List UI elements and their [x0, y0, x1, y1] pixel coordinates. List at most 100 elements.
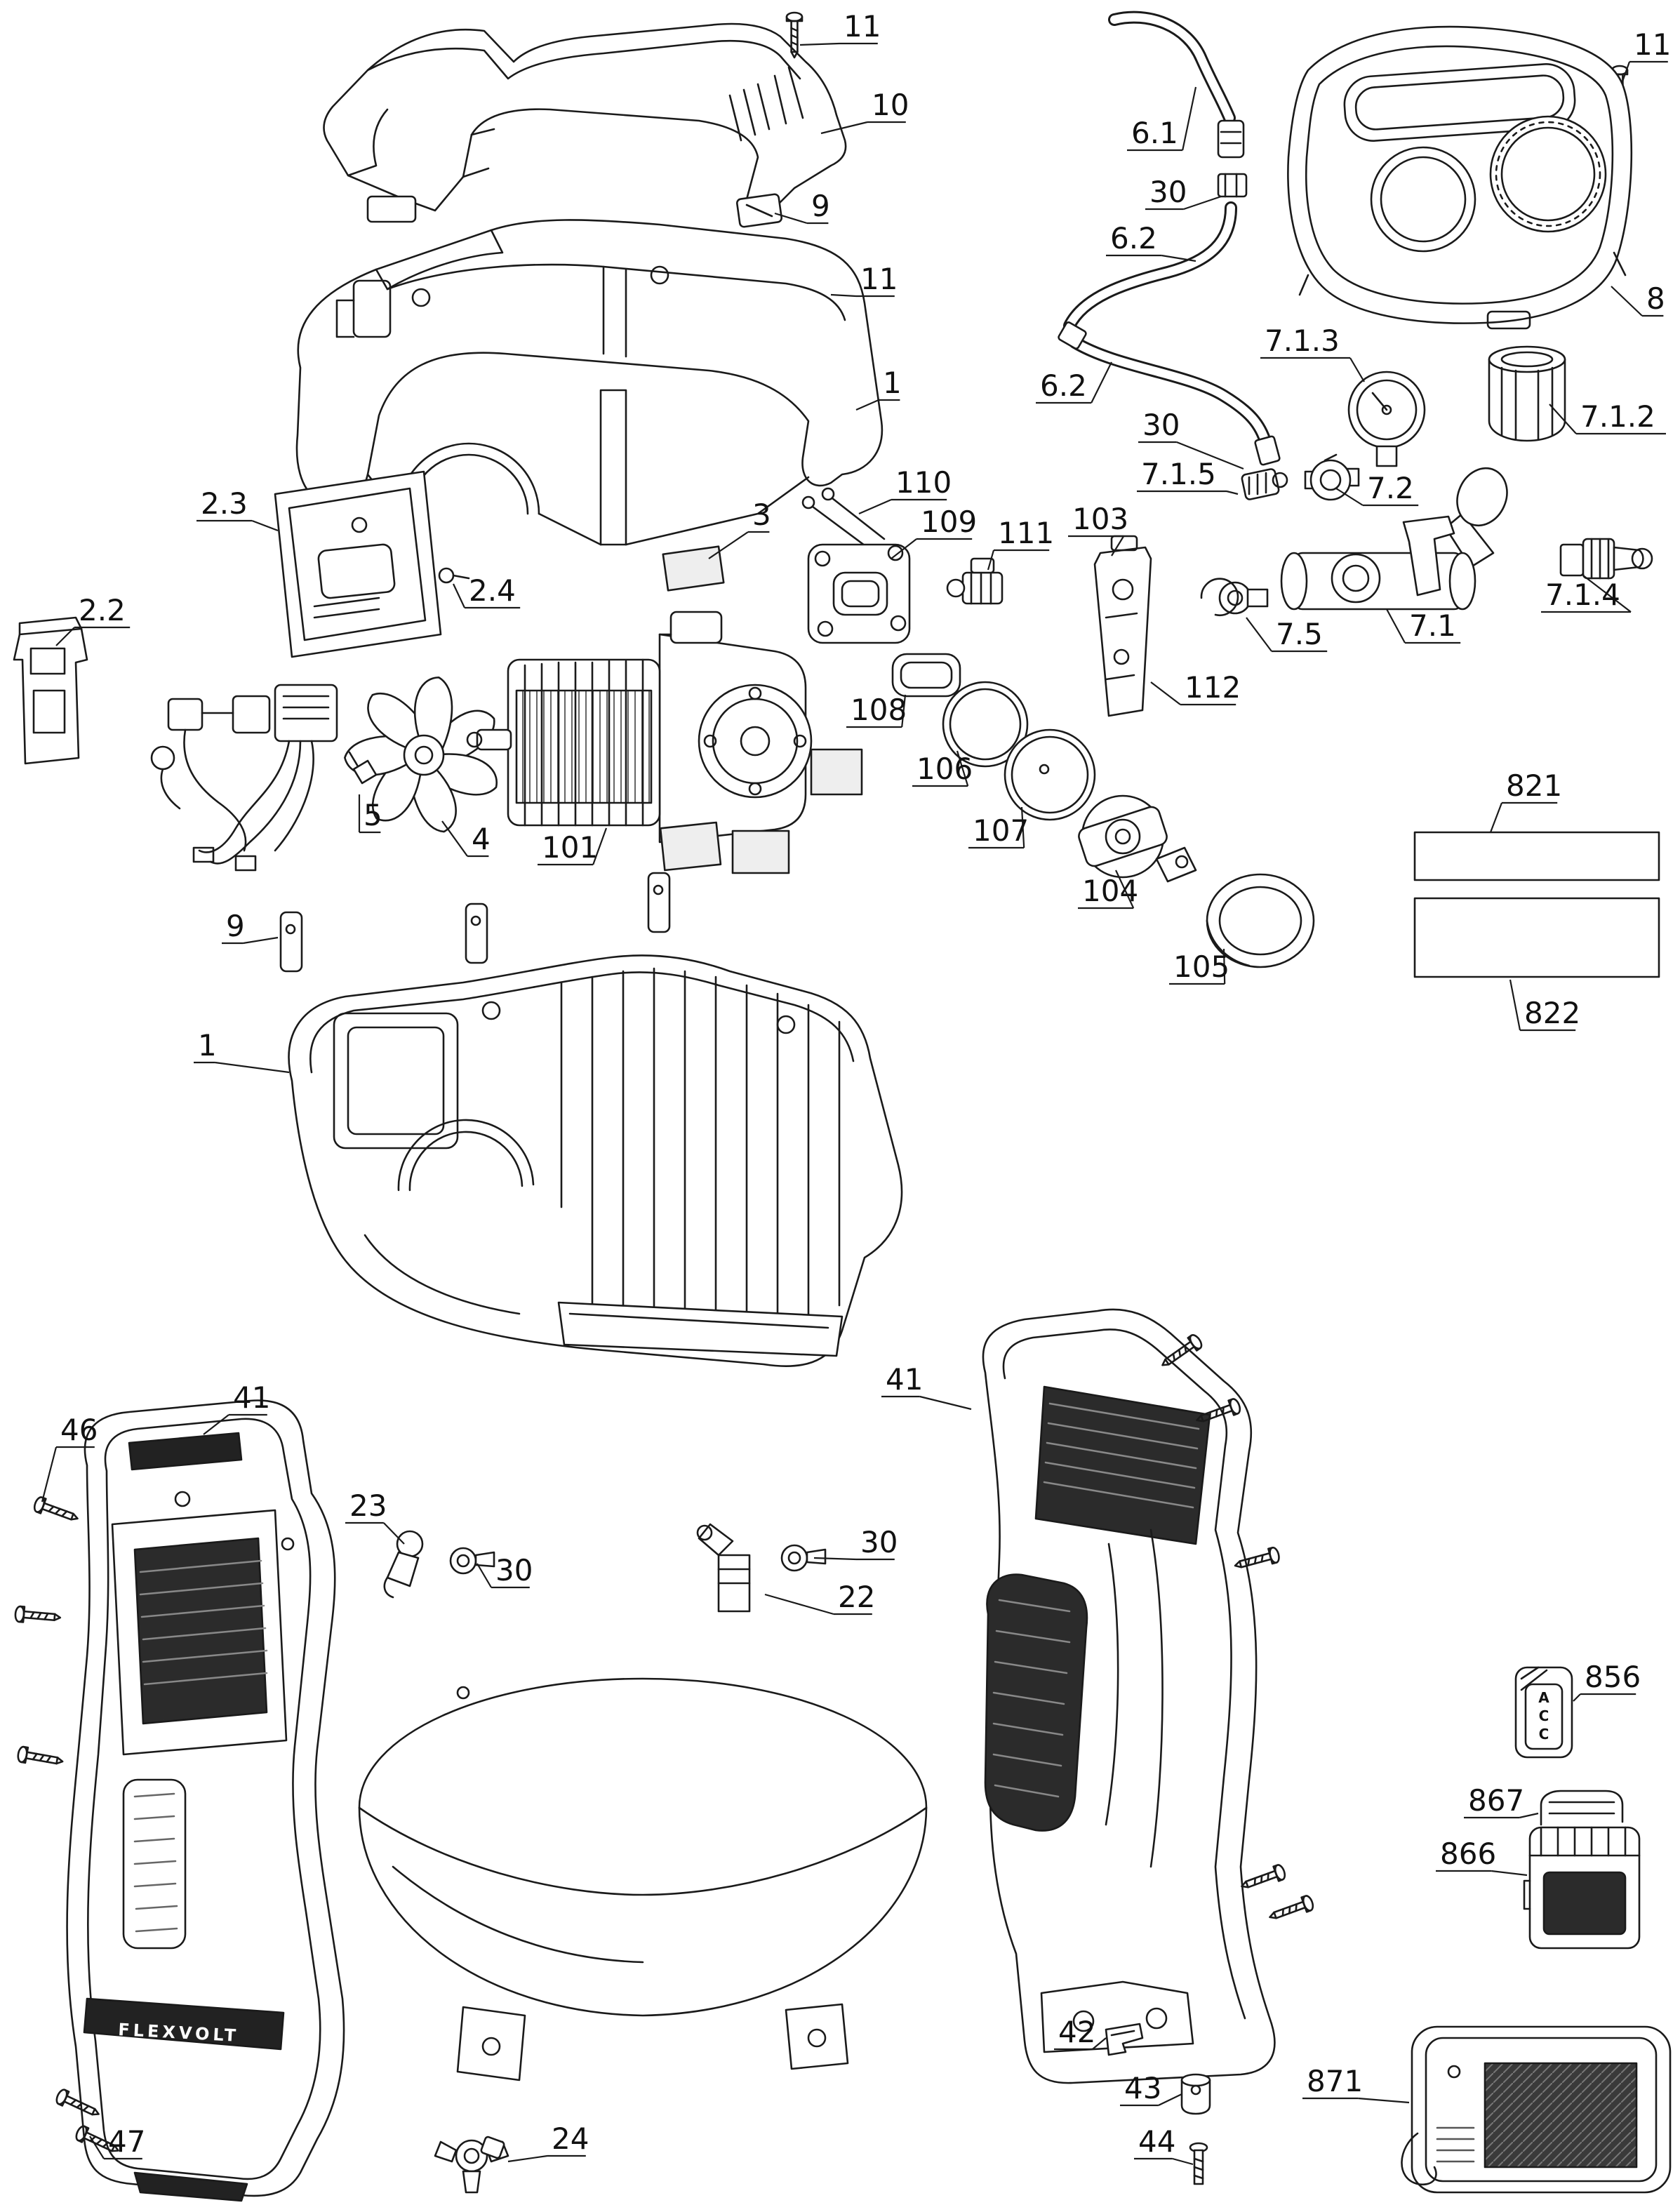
svg-text:4: 4 — [472, 822, 491, 856]
part-2-wiring-harness — [150, 684, 338, 872]
callout-2.2-7: 2.2 — [55, 593, 131, 646]
part-103-bracket — [1093, 535, 1152, 717]
svg-text:22: 22 — [838, 1580, 875, 1614]
svg-text:101: 101 — [542, 830, 598, 865]
part-10-top-handle — [323, 22, 847, 223]
part-2-2-bracket — [13, 616, 88, 765]
svg-text:30: 30 — [1142, 408, 1180, 442]
svg-text:46: 46 — [60, 1413, 98, 1447]
svg-text:2.2: 2.2 — [79, 593, 126, 627]
svg-text:821: 821 — [1506, 768, 1562, 803]
part-104-hub — [1078, 794, 1197, 883]
svg-text:44: 44 — [1138, 2124, 1175, 2159]
callout-30-43: 30 — [476, 1553, 533, 1589]
screw-46-c — [15, 1745, 65, 1771]
svg-text:112: 112 — [1185, 670, 1241, 705]
callout-7.1.4-37: 7.1.4 — [1541, 575, 1632, 613]
callout-22-45: 22 — [764, 1580, 875, 1616]
svg-text:822: 822 — [1524, 996, 1580, 1030]
part-1-top-shroud — [295, 219, 884, 546]
callout-2.4-6: 2.4 — [453, 573, 521, 609]
callout-47-55: 47 — [89, 2124, 145, 2160]
part-105-sleeve — [1206, 873, 1315, 968]
callout-8-34: 8 — [1611, 281, 1665, 317]
svg-text:871: 871 — [1307, 2064, 1363, 2098]
callout-46-41: 46 — [41, 1413, 98, 1503]
callout-11-0: 11 — [799, 9, 881, 46]
part-7-1-manifold — [1280, 467, 1508, 611]
callout-822-39: 822 — [1509, 979, 1580, 1032]
svg-text:106: 106 — [916, 752, 973, 786]
part-866-battery — [1523, 1826, 1641, 1950]
svg-text:11: 11 — [844, 9, 881, 44]
svg-text:6.1: 6.1 — [1131, 116, 1178, 150]
callout-5-13: 5 — [358, 794, 382, 834]
svg-text:7.1.4: 7.1.4 — [1545, 578, 1620, 612]
callout-7.1-36: 7.1 — [1386, 608, 1461, 644]
callout-821-38: 821 — [1489, 768, 1562, 833]
svg-text:42: 42 — [1058, 2015, 1095, 2049]
svg-text:8: 8 — [1646, 281, 1665, 316]
part-7-1-4-coupler — [1559, 538, 1653, 580]
part-4-fan — [340, 671, 504, 835]
callout-108-16: 108 — [846, 693, 907, 728]
callout-112-21: 112 — [1150, 670, 1241, 706]
part-107-disc — [1004, 728, 1096, 821]
callout-101-15: 101 — [538, 827, 608, 866]
callout-867-48: 867 — [1464, 1783, 1539, 1819]
part-7-2-valve — [1304, 453, 1360, 501]
part-7-1-5-fitting — [1241, 468, 1288, 500]
svg-text:7.1.5: 7.1.5 — [1141, 457, 1216, 491]
svg-text:105: 105 — [1173, 950, 1229, 984]
svg-text:1: 1 — [198, 1028, 217, 1062]
callout-111-11: 111 — [987, 516, 1054, 571]
svg-text:7.1.2: 7.1.2 — [1580, 399, 1655, 434]
callout-41-40: 41 — [203, 1380, 270, 1435]
part-30-fitting-left — [449, 1547, 495, 1575]
part-2-4-pin — [438, 567, 470, 584]
svg-text:11: 11 — [1634, 27, 1671, 62]
svg-text:41: 41 — [233, 1380, 270, 1415]
svg-text:5: 5 — [364, 798, 382, 832]
part-42-clip — [1105, 2023, 1144, 2056]
part-7-1-3-gauge — [1347, 371, 1426, 467]
callout-3-8: 3 — [708, 498, 771, 559]
part-110-bolts — [801, 487, 886, 549]
callout-23-42: 23 — [345, 1488, 405, 1545]
callout-4-14: 4 — [441, 820, 491, 858]
svg-text:9: 9 — [226, 909, 245, 943]
callout-10-1: 10 — [820, 88, 909, 135]
part-3-pad — [662, 545, 725, 592]
svg-text:7.1: 7.1 — [1409, 608, 1456, 643]
part-30-fitting-top — [1217, 173, 1248, 198]
callout-7.5-35: 7.5 — [1246, 617, 1328, 653]
callout-866-49: 866 — [1436, 1837, 1528, 1877]
svg-text:867: 867 — [1468, 1783, 1524, 1818]
part-111-valve — [946, 557, 1004, 605]
part-7-1-2-filter — [1488, 345, 1566, 442]
screw-46-a — [32, 1495, 81, 1527]
svg-text:7.1.3: 7.1.3 — [1265, 324, 1340, 358]
callout-43-51: 43 — [1120, 2071, 1182, 2107]
svg-text:9: 9 — [811, 189, 830, 223]
part-867-battery-clip — [1540, 1790, 1624, 1826]
svg-text:23: 23 — [349, 1488, 387, 1523]
part-2-3-panel — [274, 470, 442, 658]
callout-30-28: 30 — [1138, 408, 1244, 470]
callout-107-18: 107 — [968, 806, 1029, 849]
callout-44-52: 44 — [1134, 2124, 1194, 2166]
part-1-bottom-shroud — [288, 954, 903, 1367]
part-8-tank-top-cover — [1287, 25, 1633, 330]
part-43-bumper — [1180, 2073, 1211, 2115]
svg-text:104: 104 — [1082, 874, 1138, 908]
svg-text:6.2: 6.2 — [1040, 368, 1087, 403]
callout-42-50: 42 — [1054, 2015, 1107, 2051]
callout-30-25: 30 — [1145, 175, 1222, 211]
callout-871-53: 871 — [1302, 2064, 1410, 2104]
callout-1-23: 1 — [194, 1028, 290, 1074]
svg-text:7.5: 7.5 — [1276, 617, 1323, 651]
callout-6.1-24: 6.1 — [1127, 86, 1197, 152]
callout-41-46: 41 — [881, 1362, 972, 1411]
label-821-box — [1413, 831, 1660, 881]
